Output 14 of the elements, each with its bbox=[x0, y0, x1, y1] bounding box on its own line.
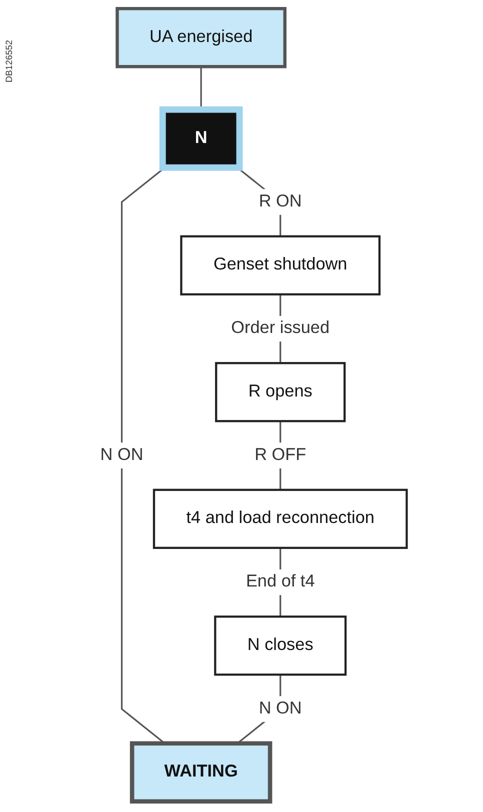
node-box: Genset shutdown bbox=[180, 235, 381, 296]
edge-label: R OFF bbox=[254, 446, 306, 464]
node-box: N closes bbox=[214, 616, 347, 676]
node-box: N bbox=[159, 106, 243, 171]
node-box: R opens bbox=[215, 362, 346, 422]
node-box: t4 and load reconnection bbox=[152, 488, 408, 549]
edge-label: R ON bbox=[258, 192, 302, 211]
node-box: WAITING bbox=[130, 741, 272, 804]
node-box: UA energised bbox=[116, 6, 286, 68]
edge-label: Order issued bbox=[231, 319, 330, 338]
edge-label: End of t4 bbox=[246, 572, 315, 591]
edge-label: N ON bbox=[100, 446, 144, 464]
edge-label: N ON bbox=[258, 699, 302, 718]
reference-number: DB126552 bbox=[4, 40, 14, 83]
